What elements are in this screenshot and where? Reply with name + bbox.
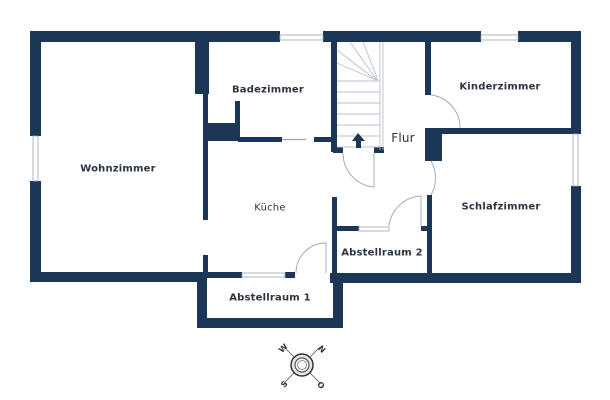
svg-text:S: S — [279, 379, 290, 390]
room-label-badezimmer: Badezimmer — [231, 84, 305, 96]
svg-text:O: O — [315, 380, 326, 391]
doors — [295, 94, 461, 274]
room-label-schlafzimmer: Schlafzimmer — [461, 201, 541, 213]
walls — [30, 31, 581, 328]
stair-direction-arrow-icon — [352, 133, 365, 148]
staircase — [336, 41, 384, 150]
room-label-wohnzimmer: Wohnzimmer — [80, 163, 156, 175]
room-label-abstellraum-2: Abstellraum 2 — [341, 247, 423, 259]
room-label-flur: Flur — [391, 131, 415, 145]
windows — [32, 34, 579, 278]
svg-text:W: W — [277, 342, 290, 355]
compass-icon: W N S O — [277, 342, 327, 391]
room-label-kinderzimmer: Kinderzimmer — [459, 81, 541, 93]
room-label-abstellraum-1: Abstellraum 1 — [229, 292, 311, 304]
room-label-kueche: Küche — [254, 202, 286, 214]
svg-text:N: N — [316, 344, 327, 355]
